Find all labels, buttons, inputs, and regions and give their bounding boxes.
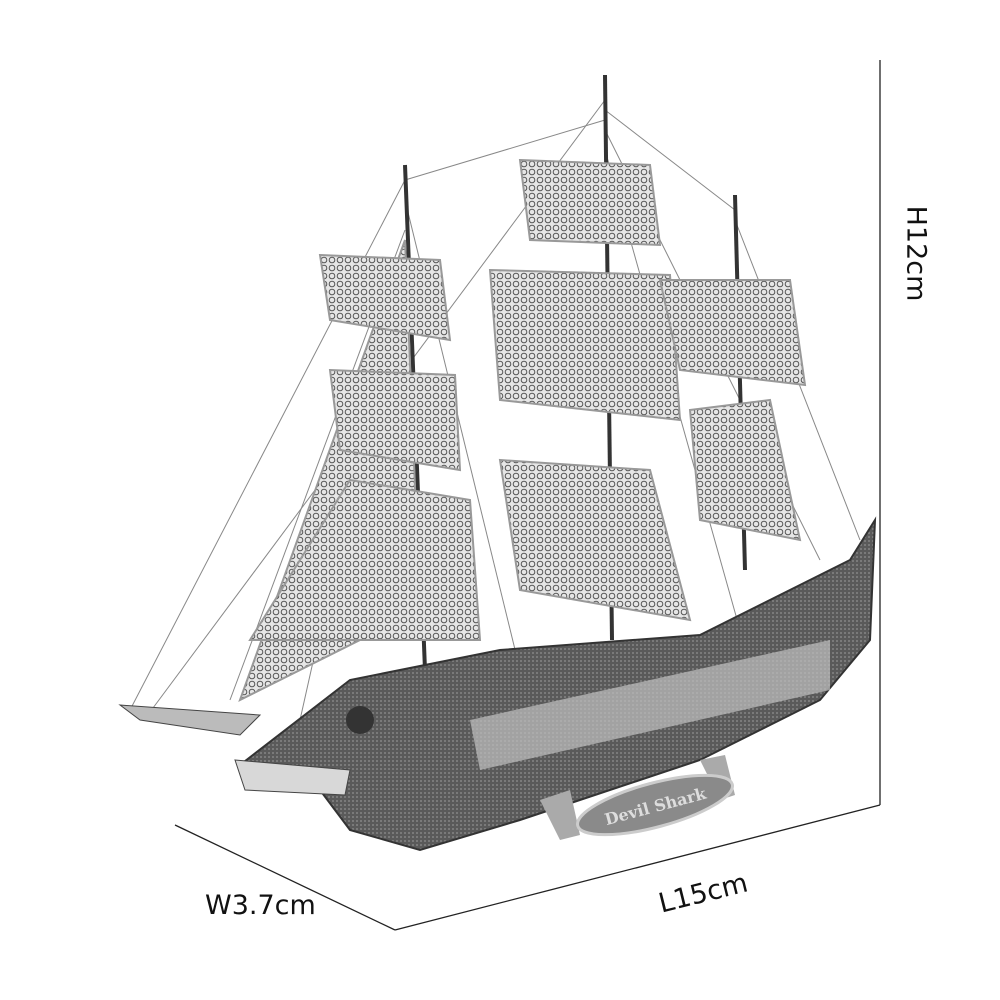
width-line: [174, 824, 396, 931]
hull: [118, 516, 877, 852]
length-line: [394, 804, 881, 931]
width-label: W3.7cm: [205, 890, 316, 921]
dimension-lines: [174, 60, 881, 931]
sails: [238, 158, 807, 703]
skull-emblem: [346, 706, 374, 734]
name-plate: [576, 773, 734, 837]
height-label: H12cm: [900, 205, 932, 302]
display-stand: Devil Shark: [540, 755, 735, 840]
